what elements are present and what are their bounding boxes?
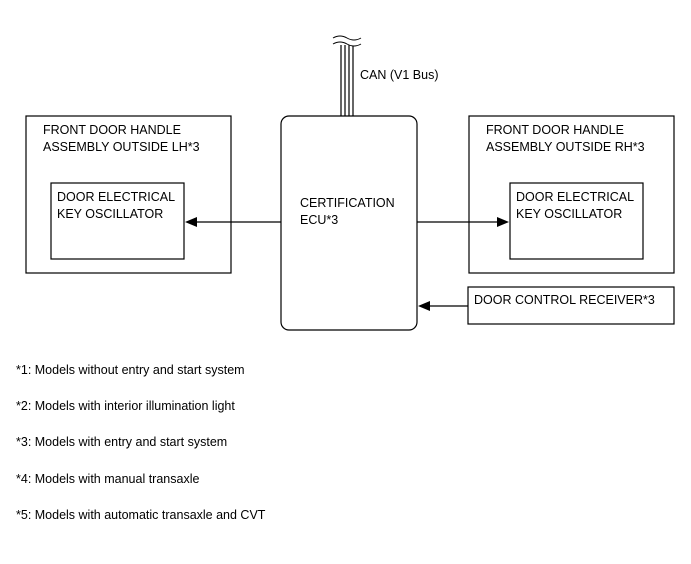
left-oscillator-label-line2: KEY OSCILLATOR	[57, 207, 164, 221]
right-handle-label-line2: ASSEMBLY OUTSIDE RH*3	[486, 140, 645, 154]
footnote: *2: Models with interior illumination li…	[16, 399, 235, 413]
footnote: *4: Models with manual transaxle	[16, 472, 200, 486]
right-oscillator-label-line2: KEY OSCILLATOR	[516, 207, 623, 221]
left-oscillator-box	[50, 182, 185, 260]
can-bus-label: CAN (V1 Bus)	[360, 68, 439, 82]
certification-ecu-box	[280, 115, 418, 331]
left-handle-label-line1: FRONT DOOR HANDLE	[43, 123, 181, 137]
can-bus-wires	[340, 44, 354, 116]
wire-break-mark	[332, 35, 362, 47]
door-control-receiver-label: DOOR CONTROL RECEIVER*3	[474, 293, 655, 307]
connection-ecu-to-left-oscillator	[185, 217, 281, 227]
ecu-label-line1: CERTIFICATION	[300, 196, 395, 210]
ecu-label-line2: ECU*3	[300, 213, 339, 227]
left-handle-label-line2: ASSEMBLY OUTSIDE LH*3	[43, 140, 200, 154]
right-handle-label-line1: FRONT DOOR HANDLE	[486, 123, 624, 137]
left-oscillator-label-line1: DOOR ELECTRICAL	[57, 190, 176, 204]
right-oscillator-box	[509, 182, 644, 260]
connection-ecu-to-right-oscillator	[417, 217, 509, 227]
footnote: *3: Models with entry and start system	[16, 435, 228, 449]
footnote: *5: Models with automatic transaxle and …	[16, 508, 266, 522]
right-oscillator-label-line1: DOOR ELECTRICAL	[516, 190, 635, 204]
footnote: *1: Models without entry and start syste…	[16, 363, 245, 377]
connection-receiver-to-ecu	[418, 301, 468, 311]
door-control-receiver-box	[467, 286, 675, 325]
